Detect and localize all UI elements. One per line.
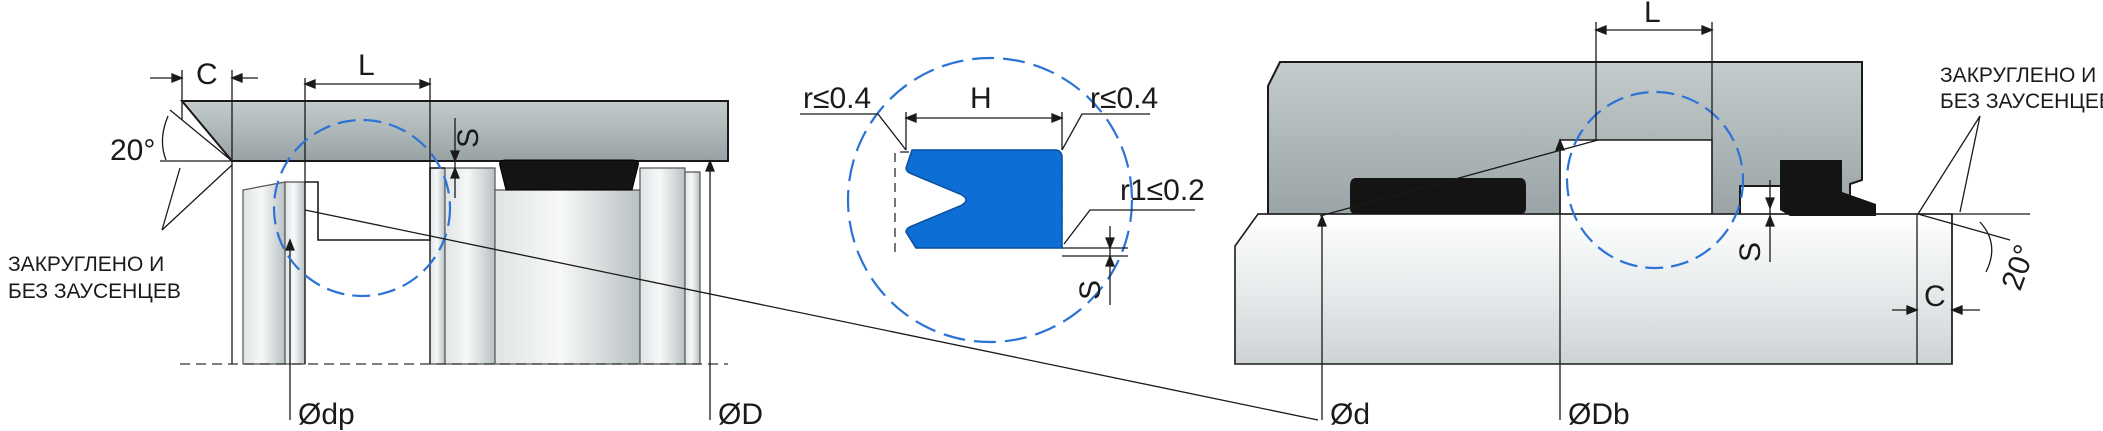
left-detail-circle [272, 118, 452, 298]
left-groove-length-label: L [358, 49, 375, 82]
right-angle-label: 20° [1996, 240, 2043, 294]
right-main-seal [1350, 178, 1526, 214]
right-groove-diameter-label: ØDb [1568, 398, 1630, 431]
left-clearance-label: S [452, 128, 485, 148]
left-seal [499, 159, 639, 191]
left-groove-length-dim [303, 78, 432, 364]
detail-clearance-dim [1062, 226, 1128, 305]
left-bore-diameter-label: ØD [718, 398, 763, 431]
connector-line [304, 209, 1319, 421]
left-groove [305, 167, 445, 241]
detail-radius-leaders [800, 113, 1195, 245]
left-view: C L S 20° ЗАКРУГЛЕНО И БЕЗ ЗА [8, 49, 763, 431]
right-clearance-dim [1765, 180, 1775, 262]
right-shaft-diameter-label: Ød [1330, 398, 1370, 431]
right-edge-note-line2: БЕЗ ЗАУСЕНЦЕВ [1940, 90, 2103, 113]
right-chamfer-label: C [1924, 280, 1946, 313]
right-diameter-leaders [1317, 138, 1565, 420]
right-groove-length-dim [1594, 22, 1714, 140]
left-diameter-leaders [285, 159, 715, 420]
left-edge-note-line1: ЗАКРУГЛЕНО И [8, 253, 164, 276]
detail-width-dim [904, 112, 1064, 150]
right-detail-circle [1565, 90, 1745, 270]
left-angle-dim [160, 109, 233, 162]
right-groove-length-label: L [1644, 0, 1661, 29]
detail-view: H r≤0.4 r≤0.4 r1≤0.2 S [800, 56, 1205, 344]
right-clearance-label: S [1734, 242, 1767, 262]
detail-clearance-label: S [1074, 280, 1107, 300]
left-angle-label: 20° [110, 134, 155, 167]
right-angle-dim [1917, 213, 2011, 273]
detail-radius-left-label: r≤0.4 [803, 82, 871, 115]
right-groove-leader [1319, 139, 1599, 217]
right-chamfer-dim [1892, 214, 1980, 364]
detail-width-label: H [970, 82, 992, 115]
left-piston-body [242, 167, 701, 365]
left-edge-note-line2: БЕЗ ЗАУСЕНЦЕВ [8, 280, 181, 303]
right-edge-note-leaders [1917, 115, 1981, 215]
right-shaft [1234, 213, 1953, 365]
right-groove [1559, 139, 1713, 217]
right-edge-note-line1: ЗАКРУГЛЕНО И [1940, 64, 2096, 87]
left-clearance-dim [450, 118, 460, 198]
detail-bottom-radius-label: r1≤0.2 [1120, 174, 1205, 207]
detail-seal-profile [905, 149, 1063, 249]
left-chamfer-label: C [196, 58, 218, 91]
right-wiper-seal [1780, 160, 1876, 216]
right-view: L S C 20° ЗАКРУГЛЕНО И [1234, 0, 2103, 431]
left-edge-note-leaders [161, 164, 233, 231]
left-chamfer-dim [150, 70, 258, 364]
detail-radius-right-label: r≤0.4 [1090, 82, 1158, 115]
detail-circle [846, 56, 1134, 344]
left-groove-diameter-label: Ødp [298, 398, 355, 431]
